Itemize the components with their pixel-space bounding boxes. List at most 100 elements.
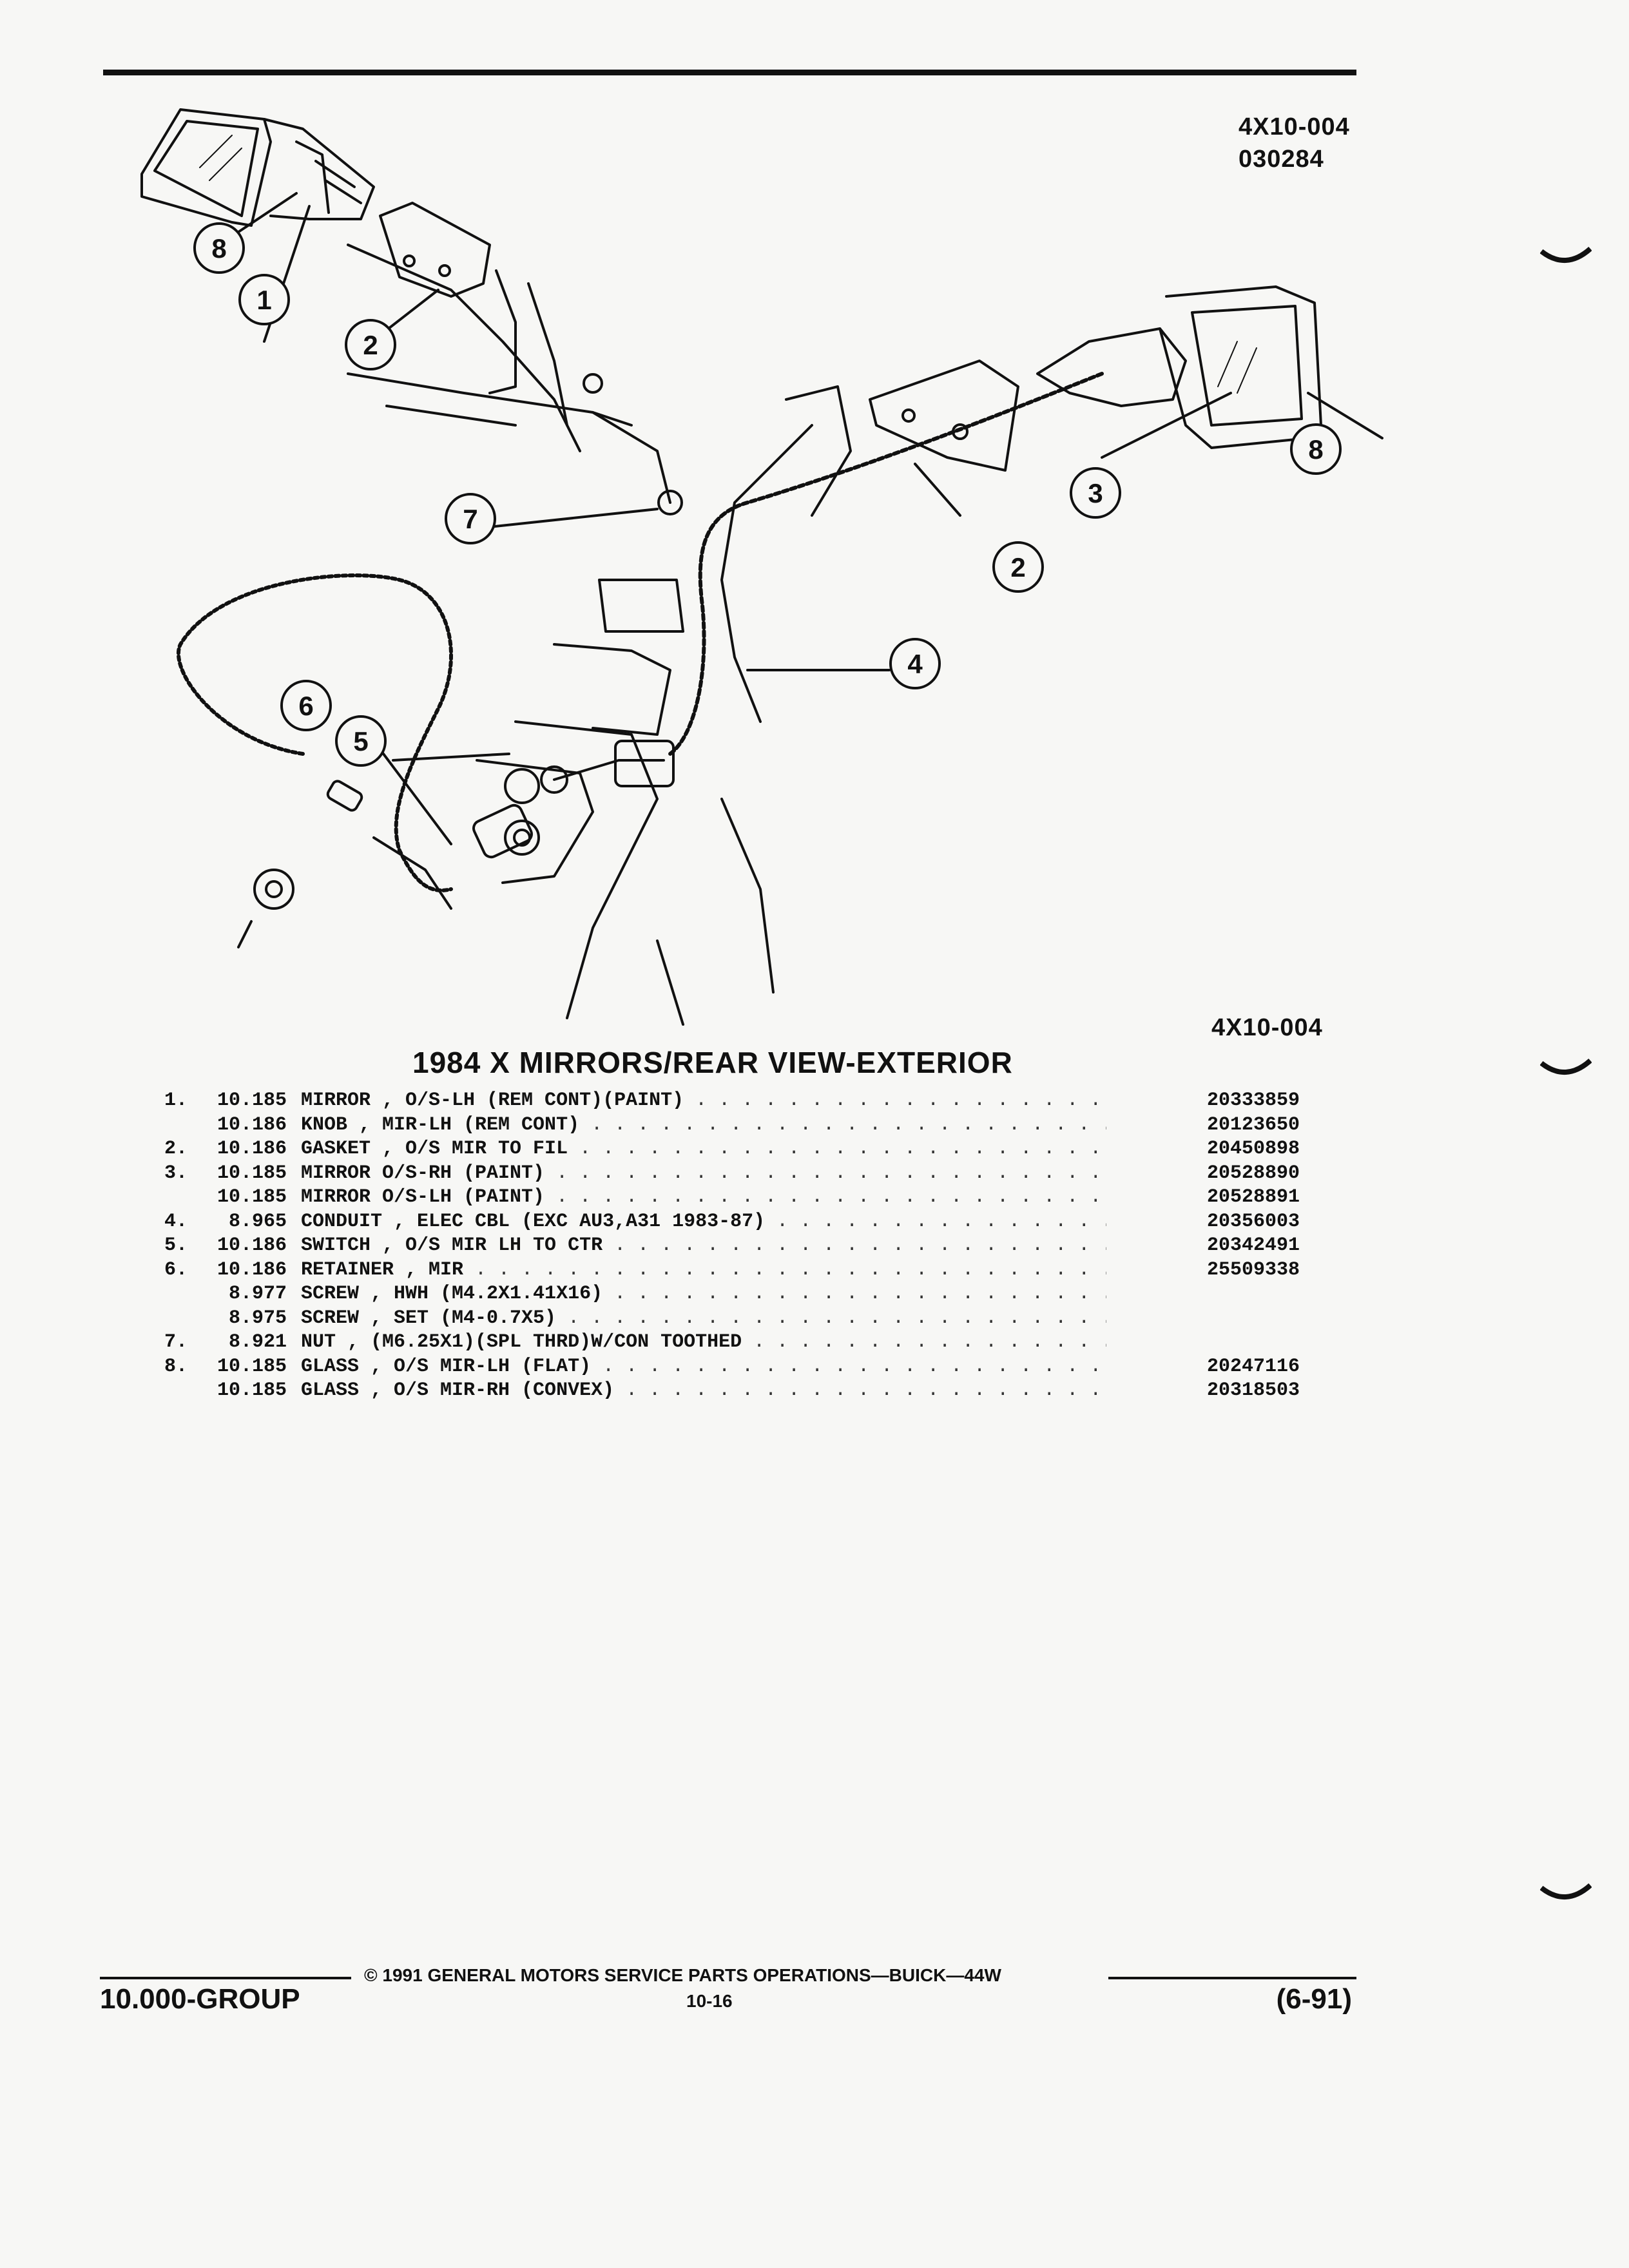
top-rule (103, 70, 1356, 75)
parts-row: 8. 10.185 GLASS , O/S MIR-LH (FLAT) . . . … (164, 1355, 1363, 1379)
item-number (164, 1307, 216, 1331)
callout-8-right: 8 (1290, 423, 1342, 475)
part-number: 20450898 (1206, 1138, 1300, 1160)
part-number: 20247116 (1206, 1355, 1300, 1378)
item-number (164, 1186, 216, 1210)
group-label: 10.000-GROUP (100, 1983, 300, 2015)
footer-rule-left (100, 1977, 351, 1979)
item-number: 6. (164, 1258, 188, 1281)
svg-text:3: 3 (1088, 478, 1103, 508)
binder-mark (1540, 1883, 1592, 1899)
parts-row: 10.185 MIRROR O/S-LH (PAINT) . . . . . . … (164, 1186, 1363, 1210)
group-number: 10.185 (217, 1090, 287, 1111)
callout-8-left: 8 (193, 222, 245, 274)
parts-row: 1. 10.185 MIRROR , O/S-LH (REM CONT)(PAINT… (164, 1089, 1363, 1113)
item-number: 8. (164, 1355, 188, 1378)
svg-text:2: 2 (1010, 552, 1025, 582)
parts-row: 2. 10.186 GASKET , O/S MIR TO FIL . . . . … (164, 1137, 1363, 1162)
group-number: 8.977 (228, 1283, 287, 1305)
group-number: 10.186 (217, 1113, 287, 1136)
parts-row: 3. 10.185 MIRROR O/S-RH (PAINT) . . . . . … (164, 1162, 1363, 1186)
callout-5: 5 (335, 715, 387, 767)
callout-6: 6 (280, 680, 332, 731)
part-description: SWITCH , O/S MIR LH TO CTR . . . . . . .… (301, 1235, 1106, 1256)
part-description: GLASS , O/S MIR-LH (FLAT) . . . . . . . … (301, 1355, 1106, 1378)
svg-text:8: 8 (211, 233, 226, 264)
part-number: 25509338 (1206, 1258, 1300, 1281)
part-number: 20528890 (1206, 1162, 1300, 1184)
callout-1: 1 (238, 274, 290, 325)
parts-row: 6. 10.186 RETAINER , MIR . . . . . . . . .… (164, 1258, 1363, 1283)
item-number (164, 1282, 216, 1307)
rh-gasket-drawing (869, 360, 1019, 472)
mirror-assembly-illustration: 8 1 2 3 8 2 7 4 (140, 108, 1383, 1026)
parts-row: 5. 10.186 SWITCH , O/S MIR LH TO CTR . . .… (164, 1234, 1363, 1258)
part-description: SCREW , SET (M4-0.7X5) . . . . . . . . .… (301, 1307, 1106, 1329)
parts-row: 10.186 KNOB , MIR-LH (REM CONT) . . . . .… (164, 1113, 1363, 1138)
copyright-notice: © 1991 GENERAL MOTORS SERVICE PARTS OPER… (364, 1965, 1001, 1985)
part-number: 20356003 (1206, 1210, 1300, 1233)
figure-date: 030284 (1239, 146, 1324, 173)
svg-text:1: 1 (256, 285, 271, 315)
lh-gasket-drawing (379, 202, 491, 298)
parts-row: 4. 8.965 CONDUIT , ELEC CBL (EXC AU3,A31 1… (164, 1210, 1363, 1235)
part-description: SCREW , HWH (M4.2X1.41X16) . . . . . . .… (301, 1283, 1106, 1305)
item-number: 5. (164, 1235, 188, 1256)
group-number: 10.186 (217, 1258, 287, 1281)
part-description: GLASS , O/S MIR-RH (CONVEX) . . . . . . … (301, 1379, 1106, 1401)
callout-3: 3 (1070, 467, 1121, 519)
part-number: 20123650 (1206, 1113, 1300, 1136)
item-number: 1. (164, 1090, 188, 1111)
page-number: 10-16 (686, 1991, 733, 2011)
part-number (1106, 1307, 1300, 1331)
part-number: 20528891 (1206, 1186, 1300, 1208)
item-number: 2. (164, 1138, 188, 1160)
item-number: 7. (164, 1331, 188, 1353)
callout-4: 4 (889, 638, 941, 689)
svg-text:4: 4 (907, 649, 923, 679)
part-description: MIRROR O/S-LH (PAINT) . . . . . . . . . … (301, 1186, 1106, 1208)
group-number: 8.921 (228, 1331, 287, 1353)
svg-text:8: 8 (1308, 434, 1323, 465)
callout-2-right: 2 (992, 541, 1044, 593)
part-number: 20318503 (1206, 1379, 1300, 1401)
part-number (1106, 1282, 1300, 1307)
part-description: MIRROR O/S-RH (PAINT) . . . . . . . . . … (301, 1162, 1106, 1184)
part-number (1106, 1331, 1300, 1355)
footer-rule-right (1108, 1977, 1356, 1979)
part-number: 20333859 (1206, 1090, 1300, 1111)
parts-row: 8.977 SCREW , HWH (M4.2X1.41X16) . . . . … (164, 1282, 1363, 1307)
figure-code-bottom: 4X10-004 (1211, 1014, 1323, 1041)
section-title: 1984 X MIRRORS/REAR VIEW-EXTERIOR (412, 1046, 1013, 1079)
item-number (164, 1113, 216, 1138)
group-number: 8.965 (228, 1210, 287, 1233)
group-number: 8.975 (228, 1307, 287, 1329)
item-number: 3. (164, 1162, 188, 1184)
parts-row: 8.975 SCREW , SET (M4-0.7X5) . . . . . . … (164, 1307, 1363, 1331)
item-number: 4. (164, 1210, 188, 1233)
svg-text:7: 7 (463, 504, 477, 534)
part-description: RETAINER , MIR . . . . . . . . . . . . .… (301, 1258, 1106, 1281)
parts-list: 1. 10.185 MIRROR , O/S-LH (REM CONT)(PAINT… (164, 1089, 1363, 1403)
part-description: CONDUIT , ELEC CBL (EXC AU3,A31 1983-87)… (301, 1210, 1106, 1233)
group-number: 10.185 (217, 1162, 287, 1184)
svg-text:2: 2 (363, 330, 378, 360)
group-number: 10.186 (217, 1138, 287, 1160)
svg-text:5: 5 (353, 726, 368, 756)
svg-text:6: 6 (298, 691, 313, 721)
binder-mark (1540, 246, 1592, 263)
group-number: 10.185 (217, 1355, 287, 1378)
part-description: KNOB , MIR-LH (REM CONT) . . . . . . . .… (301, 1113, 1106, 1136)
part-description: MIRROR , O/S-LH (REM CONT)(PAINT) . . . … (301, 1090, 1106, 1111)
group-number: 10.185 (217, 1186, 287, 1208)
callout-7: 7 (445, 493, 496, 544)
part-number: 20342491 (1206, 1235, 1300, 1256)
binder-mark (1540, 1058, 1592, 1075)
part-description: GASKET , O/S MIR TO FIL . . . . . . . . … (301, 1138, 1106, 1160)
group-number: 10.186 (217, 1235, 287, 1256)
callout-2-left: 2 (345, 319, 396, 370)
lh-mirror-drawing (140, 108, 375, 227)
item-number (164, 1379, 216, 1403)
